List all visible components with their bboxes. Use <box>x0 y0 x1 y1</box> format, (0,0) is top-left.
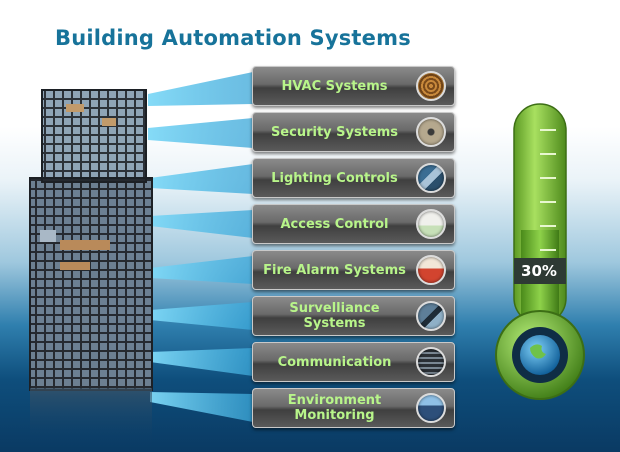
fire-alarm-icon <box>416 255 446 285</box>
office-tower <box>29 89 153 448</box>
lighting-controls-button[interactable]: Lighting Controls <box>252 158 455 198</box>
solar-panel-icon <box>416 393 446 423</box>
environment-monitoring-label: Environment Monitoring <box>287 393 382 423</box>
page-title: Building Automation Systems <box>55 26 411 50</box>
hvac-systems-button[interactable]: HVAC Systems <box>252 66 455 106</box>
security-keyhole-icon <box>416 117 446 147</box>
access-control-button[interactable]: Access Control <box>252 204 455 244</box>
fire-alarm-systems-label: Fire Alarm Systems <box>263 262 406 278</box>
communication-label: Communication <box>277 354 392 370</box>
connection-beams <box>148 72 253 422</box>
thermometer-percentage: 30% <box>521 262 557 280</box>
thermometer-ticks <box>540 129 556 251</box>
access-control-label: Access Control <box>280 216 389 232</box>
lighting-controls-label: Lighting Controls <box>271 170 398 186</box>
environment-monitoring-button[interactable]: Environment Monitoring <box>252 388 455 428</box>
progress-thermometer <box>495 103 585 400</box>
security-systems-button[interactable]: Security Systems <box>252 112 455 152</box>
hvac-systems-label: HVAC Systems <box>281 78 388 94</box>
surveillance-systems-button[interactable]: Survelliance Systems <box>252 296 455 336</box>
surveillance-camera-icon <box>416 301 446 331</box>
fire-alarm-systems-button[interactable]: Fire Alarm Systems <box>252 250 455 290</box>
access-card-icon <box>416 209 446 239</box>
hvac-duct-icon <box>416 71 446 101</box>
security-systems-label: Security Systems <box>270 124 399 140</box>
communication-button[interactable]: Communication <box>252 342 455 382</box>
surveillance-systems-label: Survelliance Systems <box>289 301 380 331</box>
communication-device-icon <box>416 347 446 377</box>
lighting-panel-icon <box>416 163 446 193</box>
